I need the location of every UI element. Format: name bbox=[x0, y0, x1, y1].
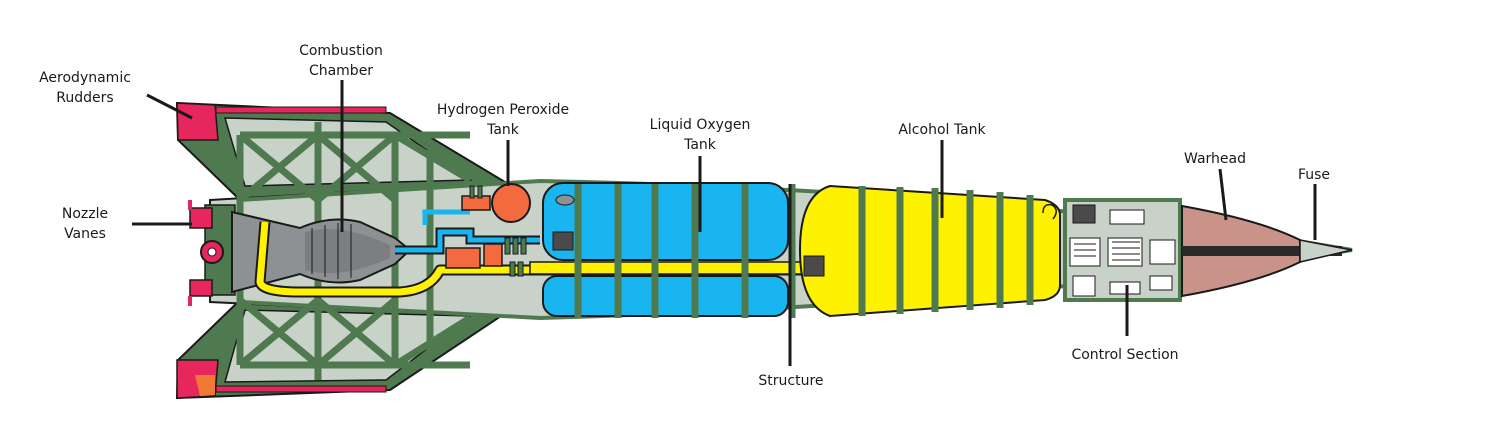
combustion-chamber-shade bbox=[305, 228, 390, 274]
central-feed-tube bbox=[529, 261, 806, 275]
alcohol-tank-vent bbox=[1042, 203, 1057, 220]
label-line: Rudders bbox=[56, 90, 114, 106]
label-line: Tank bbox=[487, 122, 519, 138]
label-nozzle-vanes: Nozzle Vanes bbox=[45, 204, 125, 244]
lox-tank-lower bbox=[542, 275, 789, 317]
control-section-lines bbox=[1074, 241, 1140, 261]
oxygen-feed-line-fill bbox=[395, 229, 540, 253]
label-hydrogen-peroxide-tank: Hydrogen Peroxide Tank bbox=[413, 100, 593, 140]
lower-rudder-accent bbox=[195, 375, 215, 396]
label-liquid-oxygen-tank: Liquid Oxygen Tank bbox=[625, 115, 775, 155]
lox-tank-port bbox=[555, 194, 575, 206]
chamber-ribs bbox=[311, 223, 352, 279]
nose-cone bbox=[1299, 239, 1353, 263]
label-line: Liquid Oxygen bbox=[649, 117, 751, 133]
alcohol-feed-line-fill bbox=[256, 221, 820, 296]
steam-generator bbox=[461, 195, 491, 211]
label-line: Alcohol Tank bbox=[898, 122, 986, 138]
label-line: Nozzle bbox=[61, 206, 109, 222]
upper-rudder bbox=[176, 102, 219, 141]
leader-aerodynamic-rudders bbox=[146, 93, 193, 120]
label-fuse: Fuse bbox=[1284, 165, 1344, 185]
label-line: Structure bbox=[758, 373, 824, 389]
hydrogen-peroxide-tank-shape bbox=[491, 183, 531, 223]
leader-lines bbox=[132, 80, 1317, 366]
label-line: Tank bbox=[684, 137, 716, 153]
turbopump bbox=[445, 247, 481, 269]
valve-block bbox=[483, 243, 503, 267]
label-line: Vanes bbox=[64, 226, 106, 242]
label-combustion-chamber: Combustion Chamber bbox=[281, 41, 401, 81]
nozzle-vane-lower bbox=[189, 279, 213, 297]
label-aerodynamic-rudders: Aerodynamic Rudders bbox=[30, 68, 140, 108]
lox-tank-upper bbox=[542, 182, 789, 261]
pump-fittings bbox=[469, 185, 527, 277]
lower-rudder-bar bbox=[215, 385, 387, 393]
label-line: Warhead bbox=[1184, 151, 1246, 167]
lox-grid bbox=[552, 231, 574, 251]
label-line: Chamber bbox=[308, 63, 374, 79]
oxygen-feed-upper bbox=[422, 209, 470, 225]
nozzle-vane-upper bbox=[189, 207, 213, 229]
leader-warhead bbox=[1218, 168, 1228, 221]
label-warhead: Warhead bbox=[1170, 149, 1260, 169]
label-line: Aerodynamic bbox=[39, 70, 131, 86]
label-alcohol-tank: Alcohol Tank bbox=[872, 120, 1012, 140]
label-line: Combustion bbox=[299, 43, 383, 59]
label-line: Hydrogen Peroxide bbox=[436, 102, 570, 118]
upper-rudder-bar bbox=[215, 106, 387, 114]
alcohol-tank-shape bbox=[798, 184, 1061, 318]
label-structure: Structure bbox=[736, 371, 846, 391]
control-section-equipment bbox=[1069, 204, 1176, 297]
warhead-core bbox=[1182, 246, 1342, 256]
label-control-section: Control Section bbox=[1050, 345, 1200, 365]
structure-rings bbox=[574, 184, 1034, 318]
alcohol-tank-valve bbox=[803, 255, 825, 277]
label-line: Fuse bbox=[1297, 167, 1331, 183]
label-line: Control Section bbox=[1071, 347, 1179, 363]
nozzle-vane-center-dot bbox=[207, 247, 217, 257]
